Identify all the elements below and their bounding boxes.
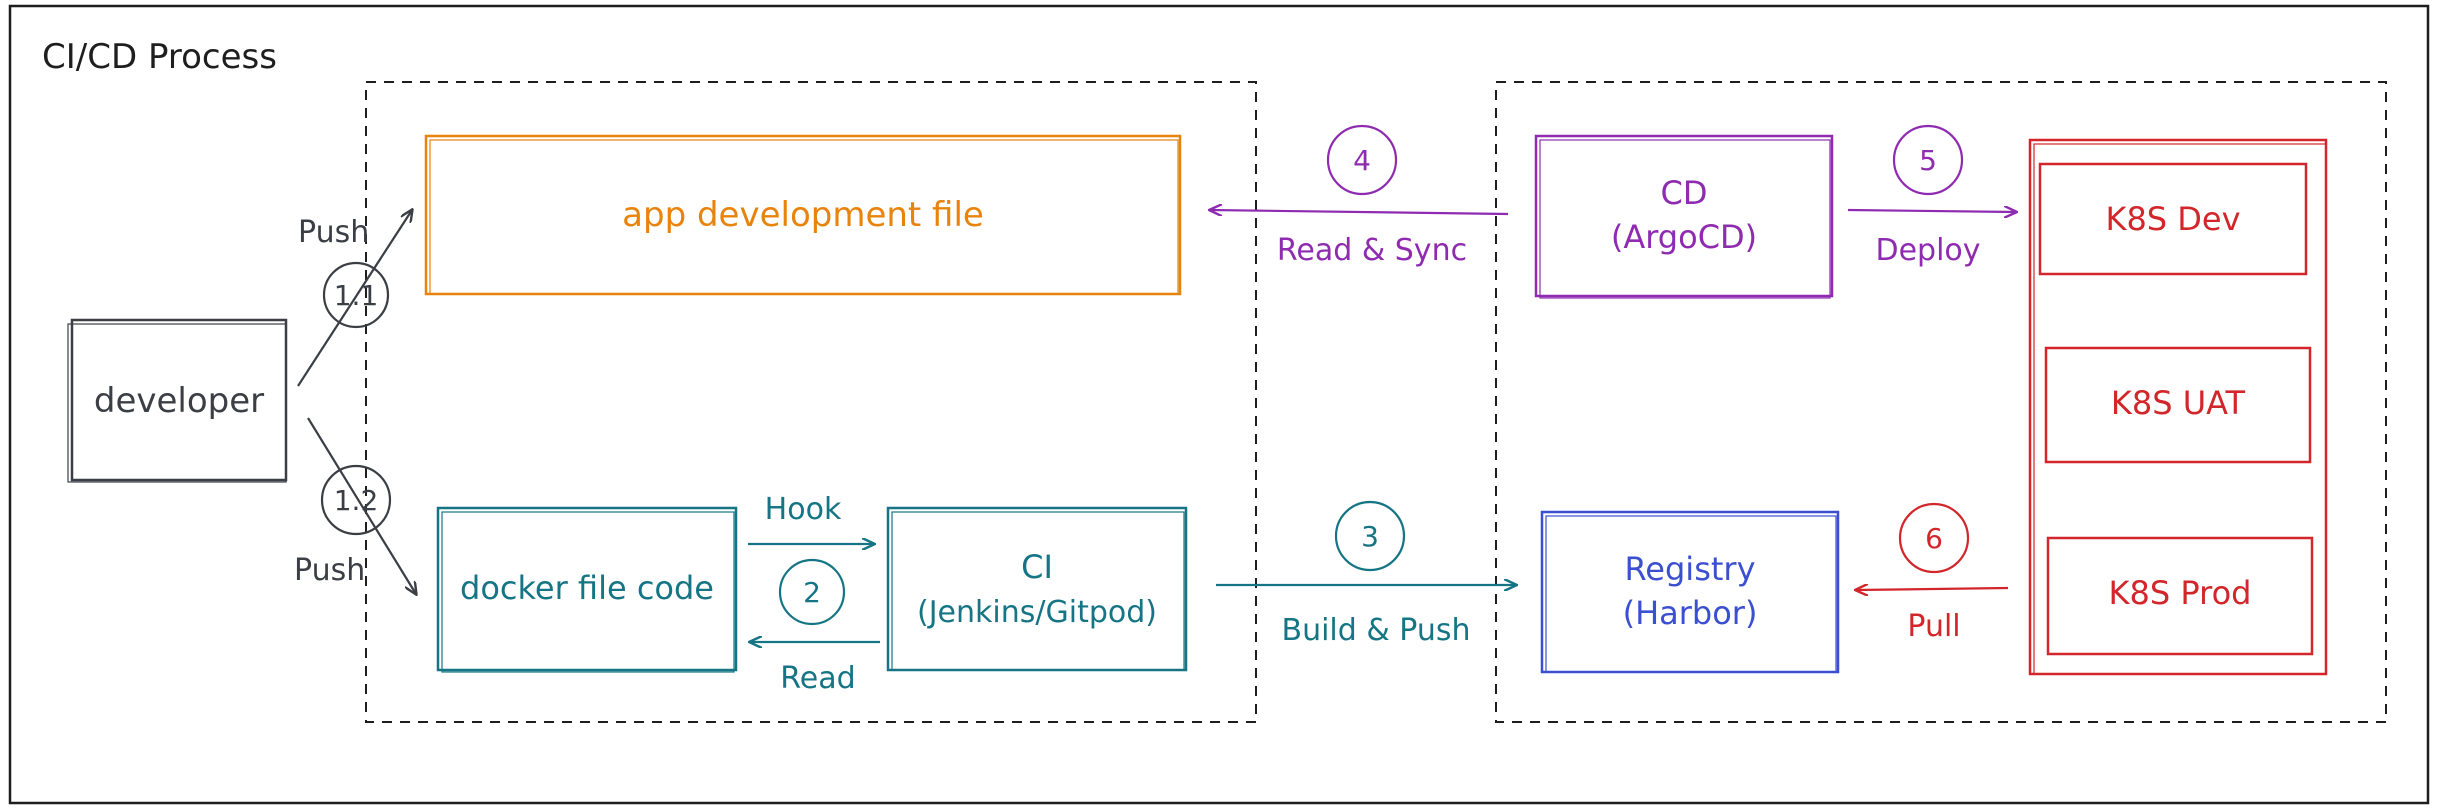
push-top-label: Push <box>298 215 369 250</box>
step-1-1-label: 1.1 <box>334 279 379 312</box>
developer-label: developer <box>94 381 264 421</box>
docker-file-code-node-sketch <box>441 511 735 673</box>
outer-frame <box>8 4 2430 805</box>
app-dev-file-label: app development file <box>622 195 984 235</box>
k8s-dev-label: K8S Dev <box>2105 200 2240 238</box>
arrow-push-docker <box>307 417 416 594</box>
ci-group <box>365 81 1257 723</box>
step-3-label: 3 <box>1361 520 1379 553</box>
read-label: Read <box>780 661 855 696</box>
registry-node-sketch <box>1545 515 1837 673</box>
arrow-deploy <box>1847 210 2016 212</box>
deploy-label: Deploy <box>1875 233 1980 268</box>
arrow-pull <box>1856 588 2009 590</box>
step-6-badge <box>1898 502 1970 574</box>
step-2-badge <box>778 558 846 626</box>
ci-node-sketch <box>891 511 1185 671</box>
k8s-prod-label: K8S Prod <box>2109 574 2252 612</box>
k8s-prod-node <box>2046 536 2314 656</box>
ci-label-line2: (Jenkins/Gitpod) <box>917 595 1157 630</box>
pull-label: Pull <box>1907 609 1960 644</box>
step-2-label: 2 <box>803 576 821 609</box>
registry-node <box>1540 510 1840 674</box>
cd-node-sketch <box>1539 139 1831 299</box>
build-push-label: Build & Push <box>1282 613 1471 648</box>
k8s-uat-node <box>2044 346 2312 464</box>
step-3-badge <box>1334 500 1406 572</box>
step-4-badge <box>1326 124 1398 196</box>
registry-label-line2: (Harbor) <box>1623 594 1758 632</box>
registry-label-line1: Registry <box>1625 550 1756 588</box>
k8s-uat-label: K8S UAT <box>2111 384 2246 422</box>
push-bottom-label: Push <box>294 553 365 588</box>
step-4-label: 4 <box>1353 144 1371 177</box>
k8s-dev-node <box>2038 162 2308 276</box>
k8s-cluster-sketch <box>2033 143 2327 675</box>
step-1-1-badge <box>322 261 390 329</box>
step-1-2-badge <box>320 464 392 536</box>
docker-file-code-label: docker file code <box>460 569 714 607</box>
cd-group <box>1495 81 2387 723</box>
hook-label: Hook <box>765 492 842 527</box>
step-5-label: 5 <box>1919 144 1937 177</box>
ci-label-line1: CI <box>1021 548 1053 586</box>
step-5-badge <box>1892 124 1964 196</box>
cd-node <box>1534 134 1834 298</box>
step-6-label: 6 <box>1925 522 1943 555</box>
docker-file-code-node <box>436 506 738 672</box>
read-sync-label: Read & Sync <box>1277 233 1467 268</box>
cd-label-line1: CD <box>1661 174 1708 212</box>
arrow-read-sync <box>1210 210 1509 214</box>
app-dev-file-node-sketch <box>429 139 1179 295</box>
arrow-push-app <box>297 210 412 387</box>
step-1-2-label: 1.2 <box>334 484 379 517</box>
ci-node <box>886 506 1188 672</box>
cd-label-line2: (ArgoCD) <box>1611 218 1757 256</box>
developer-node-sketch <box>67 323 287 483</box>
diagram-title: CI/CD Process <box>42 37 277 77</box>
